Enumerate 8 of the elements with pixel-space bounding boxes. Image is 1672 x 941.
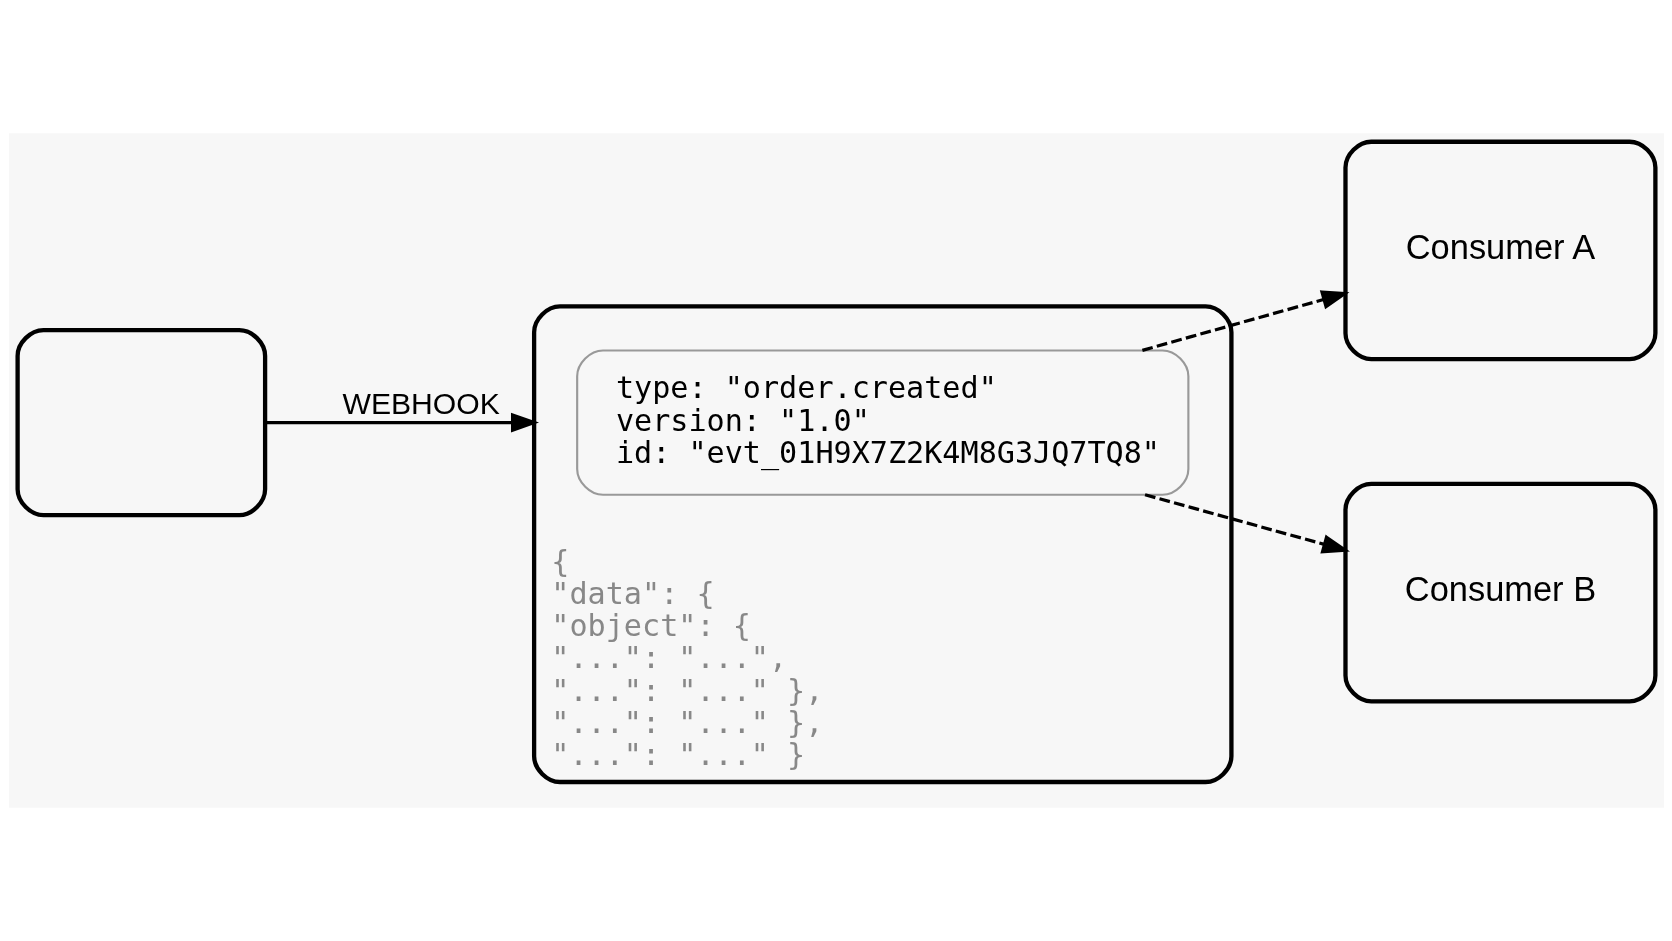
arrow: [1144, 493, 1350, 554]
edge-label: WEBHOOK: [341, 387, 500, 421]
arrow: [264, 412, 539, 433]
arrow: [1141, 290, 1349, 352]
node-box: Consumer B: [1342, 481, 1658, 704]
node-box: [14, 327, 267, 518]
node-box: Consumer A: [1342, 139, 1658, 362]
node-box: type: "order.created" version: "1.0" id: "evt_01H9X7Z2K4M8G3JQ7TQ8": [575, 349, 1189, 496]
